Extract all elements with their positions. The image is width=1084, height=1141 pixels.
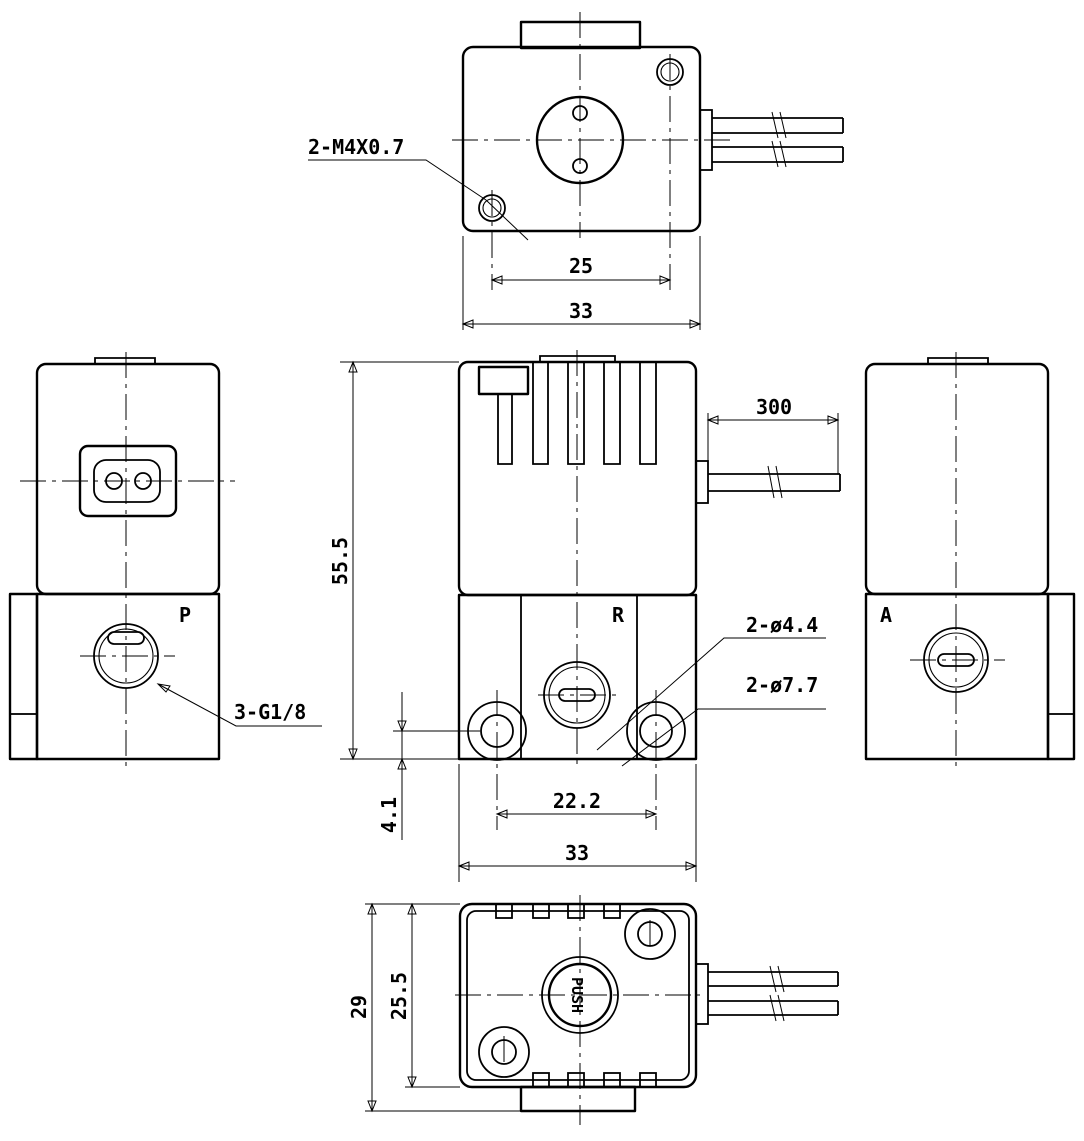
front-view-fin xyxy=(603,362,621,465)
top-view-thread-callout: 2-M4X0.7 xyxy=(308,135,404,159)
front-view-manual-button xyxy=(477,365,530,396)
front-view-width-label: 33 xyxy=(565,841,589,865)
bottom-view-fin-end xyxy=(603,903,621,919)
bottom-view-fin-end xyxy=(567,1072,585,1088)
left-view-valve-base xyxy=(35,592,221,761)
front-view-hole-callout-large: 2-ø7.7 xyxy=(746,673,818,697)
bottom-view-push-button-text: PUSH xyxy=(568,977,586,1013)
right-view-top-lip xyxy=(927,357,989,364)
top-view-hole-spacing-dimension xyxy=(490,275,672,285)
front-view-fin xyxy=(567,362,585,465)
front-view-fin xyxy=(497,394,513,465)
bottom-view-depth-inner-label: 25.5 xyxy=(387,972,411,1020)
front-view-hole-spacing-label: 22.2 xyxy=(553,789,601,813)
bottom-view-connector-tab xyxy=(519,1085,637,1113)
left-view-side-plate xyxy=(8,592,39,761)
top-view-thread-leader xyxy=(308,159,529,241)
front-view-fin xyxy=(639,362,657,465)
left-view: P 3-G1/8 xyxy=(8,352,322,770)
front-view-cable-break xyxy=(767,465,783,499)
left-view-port-leader xyxy=(156,683,322,727)
right-view: A xyxy=(864,352,1076,770)
front-view: R 55.5 300 2-ø4.4 2-ø7.7 4.1 22.2 33 xyxy=(328,350,841,882)
right-view-plate-step xyxy=(1047,713,1075,760)
top-view-centerlines xyxy=(452,12,735,290)
bottom-view-mount-hole-counterbore xyxy=(624,908,676,960)
bottom-view: PUSH 29 25.5 xyxy=(347,895,839,1125)
bottom-view-cable-gland xyxy=(695,963,709,1025)
right-view-port-label: A xyxy=(880,603,892,627)
top-view: 2-M4X0.7 25 33 xyxy=(308,12,844,330)
left-view-plate-step xyxy=(9,713,38,760)
left-view-port-callout: 3-G1/8 xyxy=(234,700,306,724)
bottom-view-fin-end xyxy=(532,903,550,919)
right-view-side-plate xyxy=(1046,592,1076,761)
front-view-height-dimension xyxy=(340,360,459,761)
bottom-view-mount-hole-counterbore xyxy=(478,1026,530,1078)
top-view-width-dimension xyxy=(461,236,702,330)
top-view-wire-break xyxy=(771,111,787,168)
bottom-view-fin-end xyxy=(532,1072,550,1088)
right-view-valve-base xyxy=(864,592,1050,761)
front-view-cable xyxy=(708,473,841,492)
front-view-fin xyxy=(532,362,549,465)
top-view-hole-spacing-label: 25 xyxy=(569,254,593,278)
bottom-view-depth-outer-label: 29 xyxy=(347,995,371,1019)
right-view-centerlines xyxy=(910,352,1005,770)
front-view-hole-callout-small: 2-ø4.4 xyxy=(746,613,818,637)
front-view-hole-spacing-dimension xyxy=(495,809,658,819)
front-view-port-label: R xyxy=(612,603,625,627)
left-view-centerlines xyxy=(20,352,235,770)
top-view-body xyxy=(461,45,702,233)
top-view-width-label: 33 xyxy=(569,299,593,323)
bottom-view-fin-end xyxy=(567,903,585,919)
left-view-port-slot xyxy=(107,631,145,645)
front-view-width-dimension xyxy=(457,764,698,882)
left-view-coil-housing xyxy=(35,362,221,596)
bottom-view-depth-inner-dimension xyxy=(405,902,460,1089)
front-view-cable-gland xyxy=(695,460,709,504)
front-view-height-label: 55.5 xyxy=(328,537,352,585)
bottom-view-fin-end xyxy=(495,903,513,919)
bottom-view-cable-wires xyxy=(708,971,839,1016)
front-view-cable-length-label: 300 xyxy=(756,395,792,419)
left-view-top-lip xyxy=(94,357,156,364)
top-view-cable-wires xyxy=(712,117,844,163)
bottom-view-wire-break xyxy=(769,965,785,1022)
right-view-coil-housing xyxy=(864,362,1050,596)
front-view-hole-offset-label: 4.1 xyxy=(377,797,401,833)
front-view-hole-leaders xyxy=(596,637,826,767)
front-view-base-grooves xyxy=(520,595,638,759)
front-view-hole-offset-dimension xyxy=(393,692,480,840)
left-view-port-label: P xyxy=(179,603,191,627)
bottom-view-fin-end xyxy=(603,1072,621,1088)
front-view-cable-length-dimension xyxy=(706,413,840,474)
bottom-view-fin-end xyxy=(639,1072,657,1088)
